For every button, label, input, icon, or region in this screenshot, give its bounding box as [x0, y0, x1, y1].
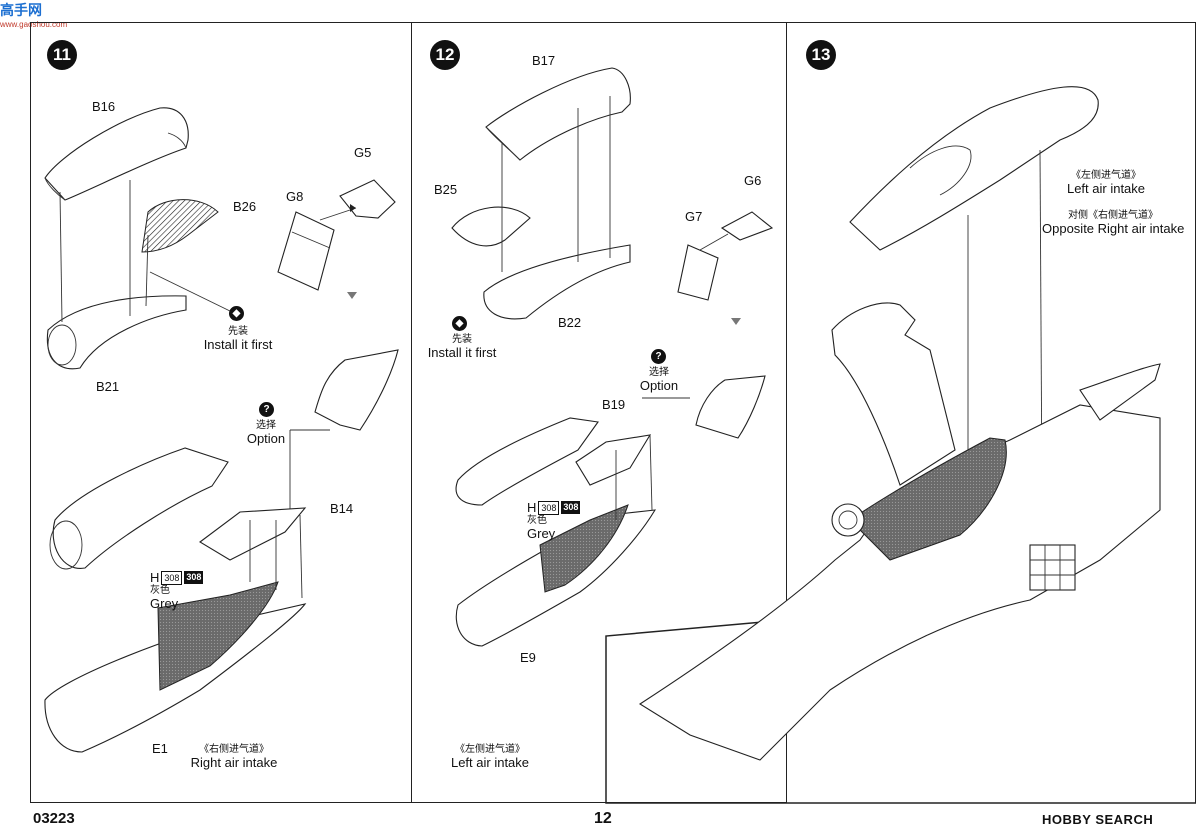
equipment-bay [1029, 544, 1076, 591]
paint-callout-12: H 308 308 [527, 500, 581, 515]
ejection-seat-top [831, 503, 865, 537]
down-arrow-icon-12 [731, 318, 741, 325]
option-cn-12: 选择 [649, 367, 669, 378]
caption-cn-12: 《左侧进气道》 [455, 744, 525, 755]
label-b17: B17 [532, 53, 556, 68]
product-code: 03223 [33, 810, 75, 827]
caption-right-intake: 《右侧进气道》 Right air intake [174, 744, 294, 770]
option-en: Option [246, 430, 286, 446]
option-en-12: Option [639, 377, 679, 393]
paint-color-11: 灰色 Grey [150, 585, 178, 611]
paint-color-12: 灰色 Grey [527, 515, 555, 541]
step-13-panel [786, 22, 1196, 803]
label-g8: G8 [286, 189, 304, 204]
part-b21 [46, 295, 187, 370]
part-intake-tube-11 [52, 447, 229, 569]
option-icon: ? [259, 402, 274, 417]
install-first-cn-12: 先装 [452, 334, 472, 345]
step-13-boundary [605, 619, 1196, 804]
hobby-search-text: HOBBY SEARCH [1042, 812, 1154, 827]
left-intake-en: Left air intake [1066, 180, 1146, 196]
wing-right [1079, 363, 1161, 421]
option-note-12: 选择 Option [629, 367, 689, 393]
part-g6 [720, 211, 774, 241]
watermark-logo: 高手网 www.gaoshou.com [0, 0, 67, 29]
caption-en-12: Left air intake [450, 754, 530, 770]
part-canopy-assembly [849, 86, 1099, 251]
step-12-panel [411, 22, 787, 803]
paint-code-black: 308 [184, 571, 204, 584]
label-b26: B26 [233, 199, 257, 214]
install-first-note-12: 先装 Install it first [424, 334, 500, 360]
part-b16 [44, 107, 189, 201]
label-g6: G6 [744, 173, 762, 188]
part-g7 [677, 244, 719, 301]
part-g5 [339, 179, 396, 219]
opposite-cn: 对侧《右侧进气道》 [1068, 210, 1158, 221]
paint-en-12: Grey [527, 525, 556, 541]
option-cn: 选择 [256, 420, 276, 431]
install-first-cn: 先装 [228, 326, 248, 337]
paint-cn: 灰色 [150, 585, 170, 596]
down-arrow-icon-11 [347, 292, 357, 299]
label-g5: G5 [354, 145, 372, 160]
label-e9: E9 [520, 650, 536, 665]
part-b25 [451, 206, 531, 247]
install-first-icon-12: ◆ [452, 316, 467, 331]
install-first-en: Install it first [203, 336, 273, 352]
part-g8 [277, 211, 335, 291]
install-first-icon: ◆ [229, 306, 244, 321]
left-intake-note: 《左侧进气道》 Left air intake [1046, 170, 1166, 196]
paint-en: Grey [150, 595, 179, 611]
label-b19: B19 [602, 397, 626, 412]
part-b22 [483, 244, 631, 320]
paint-cn-12: 灰色 [527, 515, 547, 526]
hobby-search-logo: HOBBY SEARCH [1042, 812, 1153, 827]
label-b21: B21 [96, 379, 120, 394]
caption-cn: 《右侧进气道》 [199, 744, 269, 755]
paint-letter-12: H [527, 500, 537, 515]
part-b19-option [695, 375, 766, 439]
grey-area-12 [539, 504, 629, 593]
label-g7: G7 [685, 209, 703, 224]
part-b14-option [314, 349, 399, 431]
grey-area-11 [157, 581, 279, 691]
opposite-intake-note: 对侧《右侧进气道》 Opposite Right air intake [1042, 210, 1184, 236]
part-b19 [575, 434, 652, 486]
install-first-note-11: 先装 Install it first [198, 326, 278, 352]
grey-cockpit-area [849, 437, 1007, 561]
part-b14 [199, 507, 307, 561]
label-b25: B25 [434, 182, 458, 197]
caption-left-intake: 《左侧进气道》 Left air intake [430, 744, 550, 770]
option-icon-12: ? [651, 349, 666, 364]
paint-callout-11: H 308 308 [150, 570, 204, 585]
vertical-tail [831, 302, 956, 486]
page-number: 12 [594, 810, 612, 827]
label-e1: E1 [152, 741, 168, 756]
paint-letter: H [150, 570, 160, 585]
watermark-title: 高手网 [0, 2, 42, 18]
option-note-11: 选择 Option [236, 420, 296, 446]
part-b26 [141, 199, 219, 253]
paint-code-box-12: 308 [538, 500, 560, 515]
step-number-11: 11 [47, 40, 77, 70]
part-intake-tube-12 [455, 417, 599, 506]
part-b17 [485, 67, 631, 161]
label-b14: B14 [330, 501, 354, 516]
paint-code-box: 308 [161, 570, 183, 585]
paint-code-black-12: 308 [561, 501, 581, 514]
label-b22: B22 [558, 315, 582, 330]
step-number-12: 12 [430, 40, 460, 70]
step-number-13: 13 [806, 40, 836, 70]
opposite-en: Opposite Right air intake [1042, 220, 1185, 236]
left-intake-cn: 《左侧进气道》 [1071, 170, 1141, 181]
watermark-url: www.gaoshou.com [0, 20, 68, 29]
install-first-en-12: Install it first [427, 344, 497, 360]
caption-en: Right air intake [190, 754, 278, 770]
label-b16: B16 [92, 99, 116, 114]
